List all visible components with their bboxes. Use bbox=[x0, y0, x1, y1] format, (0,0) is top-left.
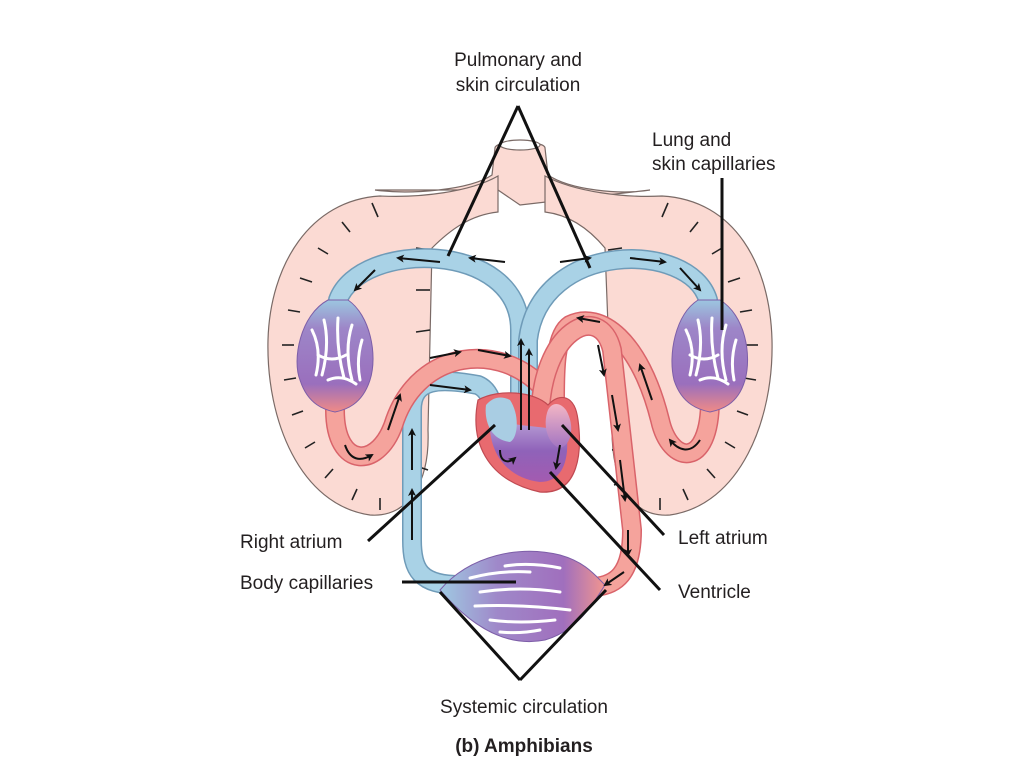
left-atrium-chamber bbox=[545, 404, 572, 448]
systemic-leader-left bbox=[438, 590, 522, 682]
left-atrium-label: Left atrium bbox=[678, 528, 768, 549]
labels: Pulmonary and skin circulation Lung and … bbox=[240, 50, 776, 757]
systemic-leader-right bbox=[518, 588, 608, 682]
pulmonary-artery-left bbox=[329, 249, 529, 449]
heart bbox=[475, 392, 580, 493]
right-atrium-label: Right atrium bbox=[240, 532, 342, 553]
right-atrium-chamber bbox=[485, 397, 517, 442]
ventricle-label: Ventricle bbox=[678, 582, 751, 603]
systemic-artery bbox=[531, 317, 641, 596]
flow-arrows bbox=[344, 254, 702, 587]
pulmonary-artery-right bbox=[519, 250, 717, 449]
pulmonary-label-line2: skin circulation bbox=[456, 75, 581, 96]
body-capillaries bbox=[439, 550, 606, 643]
right-lung-capillaries bbox=[671, 299, 748, 413]
left-lung-capillaries bbox=[296, 299, 374, 413]
pulmonary-leader-right bbox=[516, 105, 592, 269]
lung-capillaries-label-line2: skin capillaries bbox=[652, 154, 776, 175]
figure-caption: (b) Amphibians bbox=[455, 736, 593, 757]
pulmonary-label-line1: Pulmonary and bbox=[454, 50, 582, 71]
ventricle-leader bbox=[548, 470, 662, 592]
right-atrium-leader bbox=[366, 423, 497, 543]
systemic-circulation-label: Systemic circulation bbox=[440, 697, 608, 718]
leader-lines bbox=[366, 105, 724, 682]
oxygenated-vessels bbox=[325, 311, 720, 597]
pulmonary-leader-left bbox=[446, 105, 520, 257]
lung-capillaries-label-line1: Lung and bbox=[652, 130, 731, 151]
body-capillaries-label: Body capillaries bbox=[240, 573, 373, 594]
left-atrium-leader bbox=[560, 423, 666, 537]
